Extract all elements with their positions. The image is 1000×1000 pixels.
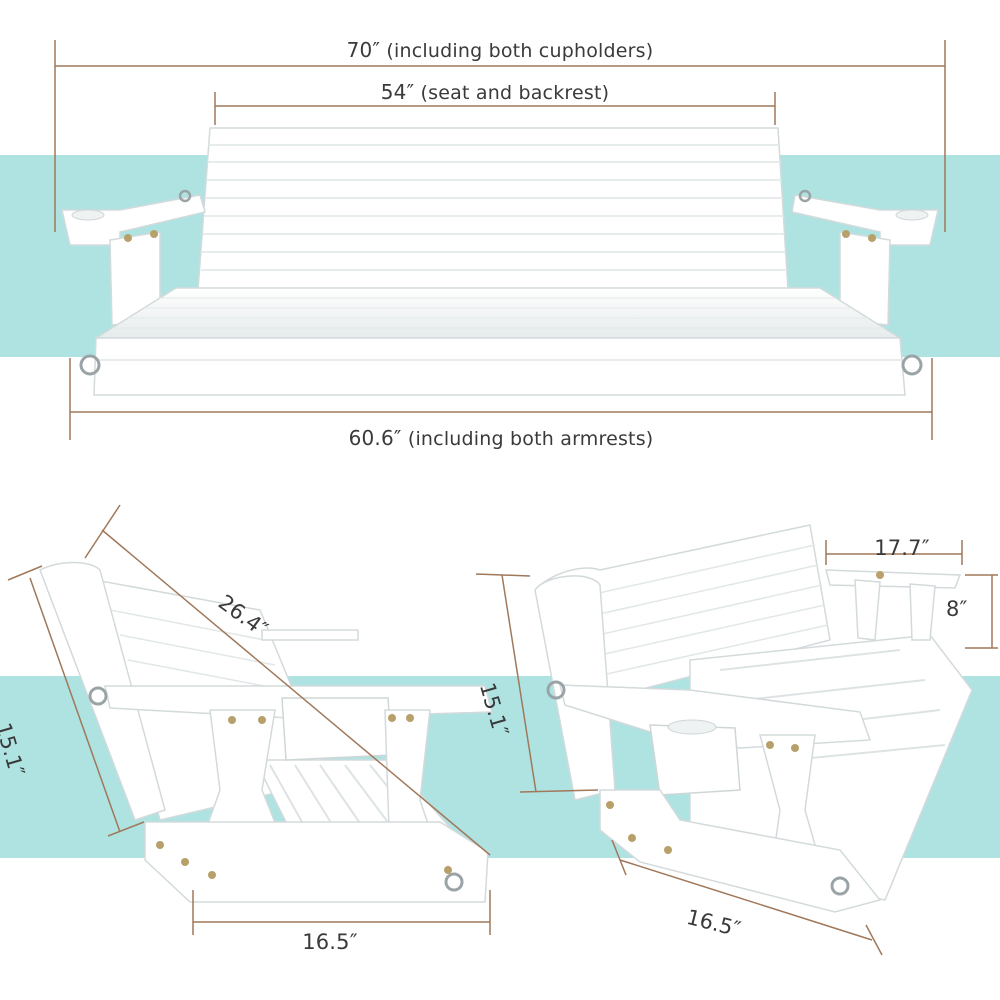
seat-width-label: 54″ (seat and backrest) — [215, 80, 775, 104]
overall-width-note: (including both cupholders) — [386, 40, 654, 62]
armrest-height-label: 8″ — [946, 597, 968, 621]
swing-side-view-left — [39, 561, 493, 903]
left-depth-label: 16.5″ — [302, 930, 358, 954]
armrest-length-label: 17.7″ — [874, 536, 930, 560]
dimension-lines-top — [54, 40, 946, 440]
dimension-lines-left-view — [7, 504, 491, 935]
swing-front-view — [61, 127, 939, 396]
armrest-width-value: 60.6″ — [348, 426, 402, 450]
swing-side-view-right — [534, 524, 973, 913]
armrest-width-note: (including both armrests) — [407, 428, 654, 450]
seat-width-note: (seat and backrest) — [420, 82, 610, 104]
dimension-lines-right-view — [475, 540, 998, 956]
armrest-width-label: 60.6″ (including both armrests) — [70, 426, 932, 450]
overall-width-label: 70″ (including both cupholders) — [0, 38, 1000, 62]
seat-width-value: 54″ — [380, 80, 415, 104]
overall-width-value: 70″ — [346, 38, 381, 62]
